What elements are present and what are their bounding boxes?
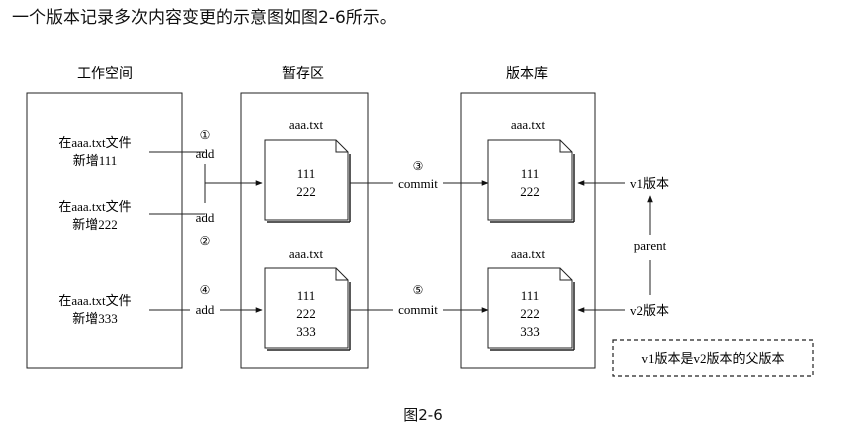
repo-bottom-line-1: 111 [521,288,540,303]
staging-top-line-2: 222 [296,184,316,199]
step-3-label: ③ [413,159,424,173]
workspace-item-3-line2: 新增333 [72,311,118,326]
step-5-label: ⑤ [413,283,424,297]
staging-bottom-line-2: 222 [296,306,316,321]
repo-bottom-line-3: 333 [520,324,540,339]
repo-top-filename: aaa.txt [511,117,546,132]
step-1-label: ① [200,128,211,142]
commit-label-top: commit [398,176,438,191]
workspace-title: 工作空间 [77,66,133,82]
repo-bottom-filename: aaa.txt [511,246,546,261]
repo-bottom-line-2: 222 [520,306,540,321]
staging-box [240,92,369,369]
parent-note-text: v1版本是v2版本的父版本 [641,351,784,366]
parent-note-box [612,339,814,377]
repo-bottom-file-fold [559,268,572,281]
workspace-item-3-line1: 在aaa.txt文件 [58,293,131,308]
staging-bottom-file-fold [335,268,348,281]
workspace-item-2-line2: 新增222 [72,217,118,232]
figure-caption: 图2-6 [403,406,443,424]
repo-top-line-2: 222 [520,184,540,199]
repository-title: 版本库 [506,66,548,82]
intro-text: 一个版本记录多次内容变更的示意图如图2-6所示。 [12,8,397,28]
repo-bottom-file-icon [487,267,573,349]
staging-top-file-fold [335,140,348,153]
repo-top-file-fold [559,140,572,153]
workspace-item-1-line1: 在aaa.txt文件 [58,135,131,150]
workspace-item-2: 在aaa.txt文件 新增222 [58,199,131,232]
staging-title: 暂存区 [282,66,324,82]
staging-top-line-1: 111 [297,166,316,181]
repo-top-line-1: 111 [521,166,540,181]
v1-label: v1版本 [630,176,669,191]
workspace-box [26,92,183,369]
add-label-1: add [196,146,215,161]
repository-box [460,92,596,369]
step-2-label: ② [200,234,211,248]
step-4-label: ④ [200,283,211,297]
workspace-item-3: 在aaa.txt文件 新增333 [58,293,131,326]
repo-top-file-icon [487,139,573,221]
workspace-item-2-line1: 在aaa.txt文件 [58,199,131,214]
commit-label-bottom: commit [398,302,438,317]
v2-label: v2版本 [630,303,669,318]
staging-bottom-filename: aaa.txt [289,246,324,261]
staging-bottom-file-icon [264,267,349,349]
staging-bottom-line-3: 333 [296,324,316,339]
staging-top-filename: aaa.txt [289,117,324,132]
staging-bottom-line-1: 111 [297,288,316,303]
add-label-3: add [196,302,215,317]
parent-label: parent [634,238,667,253]
workspace-item-1-line2: 新增111 [73,153,118,168]
workspace-item-1: 在aaa.txt文件 新增111 [58,135,131,168]
add-label-2: add [196,210,215,225]
staging-top-file-icon [264,139,349,221]
